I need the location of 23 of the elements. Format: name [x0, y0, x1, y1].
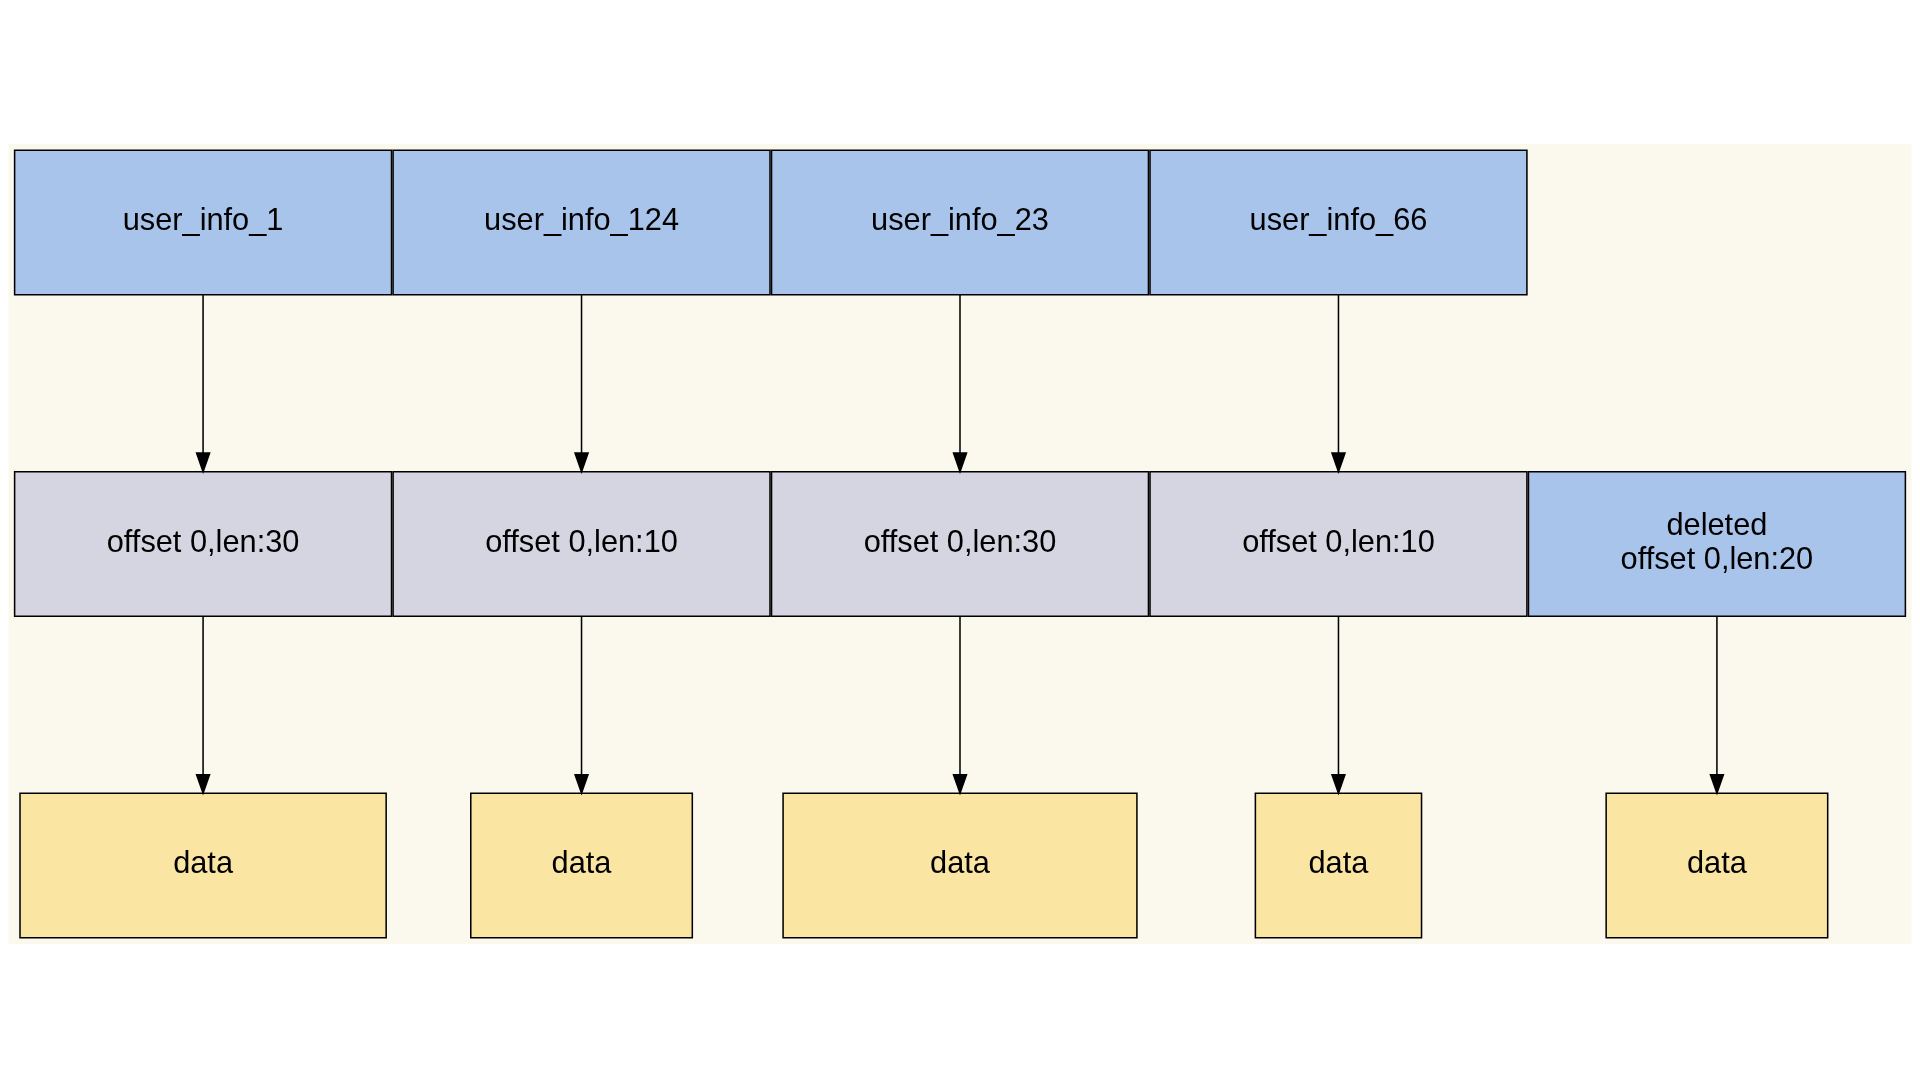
arrow	[195, 294, 211, 474]
node-box: user_info_23	[770, 149, 1150, 296]
node-box: user_info_66	[1149, 149, 1528, 296]
arrow	[574, 615, 590, 796]
node-box: data	[782, 792, 1138, 939]
arrow	[952, 615, 968, 796]
arrow	[1330, 294, 1346, 474]
node-box: user_info_1	[13, 149, 393, 296]
node-box: offset 0,len:10	[392, 470, 771, 618]
arrow	[1330, 615, 1346, 796]
node-box: deleted offset 0,len:20	[1527, 470, 1907, 618]
node-box: data	[470, 792, 694, 939]
arrow	[195, 615, 211, 796]
node-box: data	[1605, 792, 1829, 939]
node-box: offset 0,len:10	[1149, 470, 1528, 618]
node-box: data	[19, 792, 387, 939]
arrow	[1709, 615, 1725, 796]
arrow	[574, 294, 590, 474]
node-box: data	[1254, 792, 1423, 939]
arrow	[952, 294, 968, 474]
node-box: offset 0,len:30	[770, 470, 1150, 618]
node-box: offset 0,len:30	[13, 470, 393, 618]
node-box: user_info_124	[392, 149, 771, 296]
